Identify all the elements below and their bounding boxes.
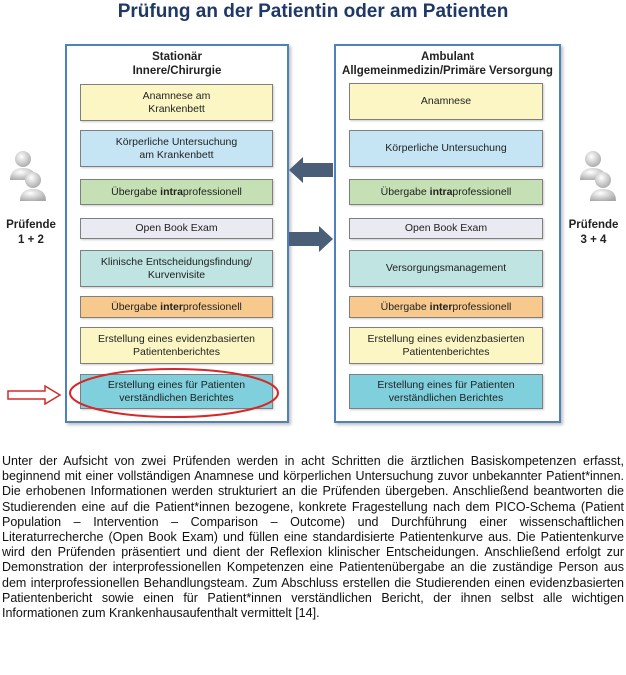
examiners-left-line2: 1 + 2 [18, 234, 44, 246]
step-box-right-2: Körperliche Untersuchung [349, 130, 543, 167]
step-label-line: Erstellung eines evidenzbasierten [367, 332, 525, 345]
step-label-line: Körperliche Untersuchung [385, 142, 507, 154]
step-label-line: Kurvenvisite [147, 268, 206, 281]
red-ellipse-highlight [69, 368, 279, 418]
panel-ambulatory-header-line1: Ambulant [420, 51, 475, 63]
step-label-emphasis: inter [429, 300, 453, 313]
step-label-prefix: Übergabe [111, 185, 161, 198]
examiners-right-label: Prüfende 3 + 4 [561, 218, 626, 248]
step-box-left-6: Übergabe interprofessionell [80, 296, 273, 318]
step-box-right-1: Anamnese [349, 83, 543, 120]
step-label-line: am Krankenbett [139, 148, 214, 161]
step-label-emphasis: inter [160, 300, 183, 313]
step-label-line: Übergabe interprofessionell [381, 301, 512, 314]
examiners-left-label: Prüfende 1 + 2 [0, 218, 62, 248]
step-label-line: verständlichen Berichtes [119, 391, 234, 404]
arrow-right-icon [289, 226, 333, 252]
step-label-line: Übergabe intraprofessionell [111, 186, 242, 199]
step-label-line: Patientenberichtes [133, 345, 220, 358]
step-label-line: Patientenberichtes [402, 345, 490, 358]
panel-stationary-header: Stationär Innere/Chirurgie [67, 50, 287, 78]
panel-ambulatory-header-line2: Allgemeinmedizin/Primäre Versorgung [342, 65, 553, 77]
step-label-line: Klinische Entscheidungsfindung/ [100, 255, 253, 268]
step-label-line: Krankenbett [148, 102, 205, 115]
step-label-line: Übergabe interprofessionell [111, 301, 242, 314]
step-label-line: verständlichen Berichtes [388, 391, 504, 404]
step-label-line: Anamnese am [142, 89, 211, 102]
step-label-suffix: professionell [452, 185, 512, 198]
panel-ambulatory: Ambulant Allgemeinmedizin/Primäre Versor… [334, 44, 561, 423]
arrow-left-icon [289, 157, 333, 183]
examiners-left-line1: Prüfende [6, 219, 56, 231]
panel-stationary-header-line2: Innere/Chirurgie [132, 65, 222, 77]
person-icon [580, 151, 616, 201]
step-box-right-4: Open Book Exam [349, 218, 543, 239]
step-label-line: Open Book Exam [404, 222, 488, 234]
step-label-suffix: professionell [452, 300, 512, 313]
examiners-right-line2: 3 + 4 [580, 234, 607, 246]
step-box-right-6: Übergabe interprofessionell [349, 296, 543, 318]
step-label-prefix: Übergabe [111, 300, 161, 313]
step-label-prefix: Übergabe [380, 300, 430, 313]
figure-title: Prüfung an der Patientin oder am Patient… [117, 1, 509, 22]
step-label-emphasis: intra [429, 185, 453, 198]
examiners-right-line1: Prüfende [568, 219, 619, 231]
red-arrow-icon [7, 385, 61, 405]
step-label-emphasis: intra [160, 185, 183, 198]
step-label-line: Anamnese [420, 95, 472, 107]
step-box-left-4: Open Book Exam [80, 218, 273, 239]
step-box-left-5: Klinische Entscheidungsfindung/Kurvenvis… [80, 250, 273, 287]
step-label-suffix: professionell [182, 185, 242, 198]
step-box-right-3: Übergabe intraprofessionell [349, 179, 543, 205]
step-label-line: Erstellung eines für Patienten [107, 378, 246, 391]
step-label-line: Erstellung eines für Patienten [377, 378, 515, 391]
step-label-line: Open Book Exam [135, 222, 218, 234]
step-label-line: Übergabe intraprofessionell [381, 186, 512, 199]
description-paragraph: Unter der Aufsicht von zwei Prüfenden we… [2, 454, 624, 621]
step-label-prefix: Übergabe [380, 185, 430, 198]
step-label-line: Erstellung eines evidenzbasierten [97, 332, 255, 345]
step-box-left-3: Übergabe intraprofessionell [80, 179, 273, 205]
step-label-line: Versorgungsmanagement [385, 262, 507, 274]
step-box-right-5: Versorgungsmanagement [349, 250, 543, 287]
panel-ambulatory-header: Ambulant Allgemeinmedizin/Primäre Versor… [336, 50, 559, 78]
panel-stationary-header-line1: Stationär [152, 51, 202, 63]
step-label-line: Körperliche Untersuchung [115, 135, 238, 148]
person-icon [10, 151, 46, 201]
step-label-suffix: professionell [182, 300, 242, 313]
